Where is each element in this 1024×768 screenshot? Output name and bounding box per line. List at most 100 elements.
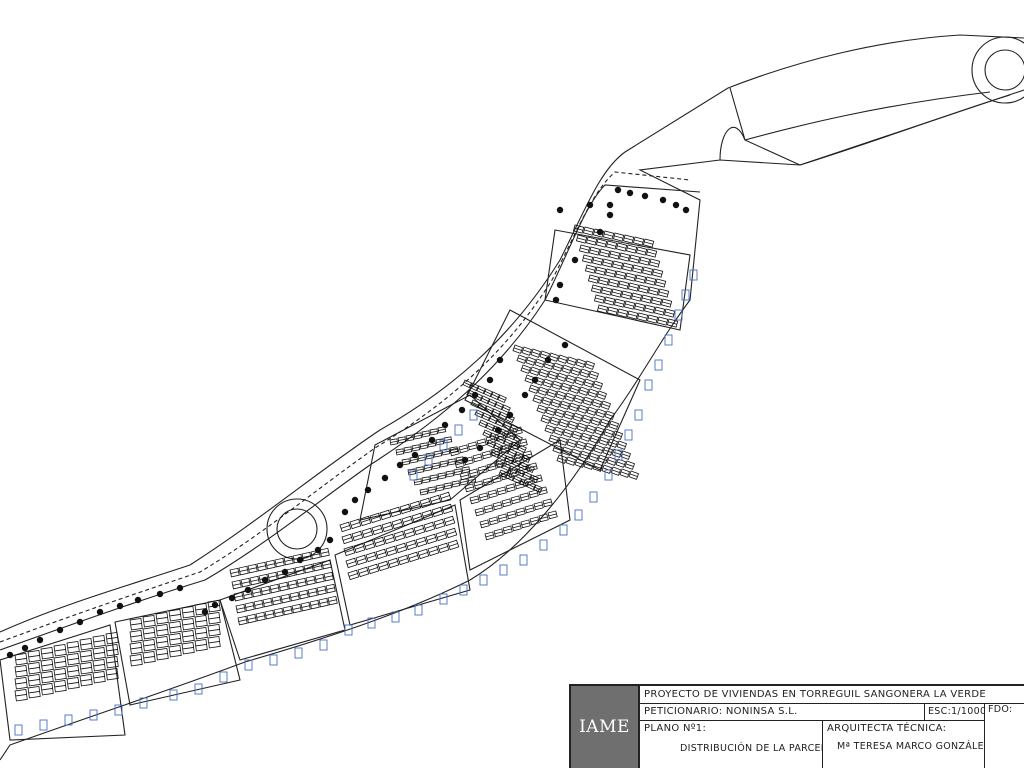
tree-icon [606, 201, 614, 209]
parking-space-icon [589, 491, 598, 503]
tree-icon [381, 474, 389, 482]
tree-icon [556, 281, 564, 289]
plan-label: PLANO Nº1: [644, 723, 707, 734]
tree-icon [341, 508, 349, 516]
tree-icon [201, 608, 209, 616]
house-unit [40, 647, 54, 660]
tree-icon [21, 644, 29, 652]
tree-icon [626, 189, 634, 197]
parking-space-icon [624, 429, 633, 441]
parking-space-icon [414, 604, 423, 616]
parking-space-icon [519, 554, 528, 566]
petitioner-name: NONINSA S.L. [725, 706, 798, 717]
roundabout-icon [276, 508, 318, 550]
plan-title: DISTRIBUCIÓN DE LA PARCELA [680, 743, 823, 754]
parking-space-icon [344, 624, 353, 636]
parking-space-icon [664, 334, 673, 346]
parking-space-icon [499, 564, 508, 576]
tree-icon [36, 636, 44, 644]
tree-icon [531, 376, 539, 384]
parking-space-icon [479, 574, 488, 586]
petitioner-row: PETICIONARIO: NONINSA S.L. [640, 704, 925, 721]
parking-space-icon [114, 704, 123, 716]
parking-space-icon [454, 424, 463, 436]
tree-icon [76, 618, 84, 626]
parking-space-icon [604, 469, 613, 481]
tree-icon [134, 596, 142, 604]
house-unit [40, 671, 54, 684]
parking-space-icon [294, 647, 303, 659]
tree-icon [586, 201, 594, 209]
road-median [0, 171, 691, 643]
parking-space-icon [654, 359, 663, 371]
parking-space-icon [391, 611, 400, 623]
house-unit [14, 689, 28, 702]
architect-name: Mª TERESA MARCO GONZÁLEZ [837, 741, 985, 752]
tree-icon [176, 584, 184, 592]
tree-icon [614, 186, 622, 194]
roundabout-icon [984, 49, 1024, 91]
parking-space-icon [674, 309, 683, 321]
tree-icon [561, 341, 569, 349]
tree-icon [411, 451, 419, 459]
architect-label: ARQUITECTA TÉCNICA: [827, 723, 947, 734]
tree-icon [351, 496, 359, 504]
house-unit [27, 662, 41, 675]
tree-icon [486, 376, 494, 384]
tree-icon [506, 411, 514, 419]
tree-icon [244, 586, 252, 594]
tree-icon [544, 356, 552, 364]
parking-space-icon [634, 409, 643, 421]
tree-icon [228, 594, 236, 602]
parking-space-icon [424, 454, 433, 466]
tree-icon [496, 356, 504, 364]
parking-space-icon [367, 617, 376, 629]
plan-number-cell: PLANO Nº1: DISTRIBUCIÓN DE LA PARCELA [640, 721, 823, 768]
tree-icon [521, 391, 529, 399]
tree-icon [156, 590, 164, 598]
parking-space-icon [614, 449, 623, 461]
parking-space-icon [319, 639, 328, 651]
tree-icon [461, 456, 469, 464]
site-boundary-outer [0, 34, 1024, 633]
parking-space-icon [574, 509, 583, 521]
tree-icon [326, 536, 334, 544]
parking-space-icon [269, 654, 278, 666]
tree-icon [606, 211, 614, 219]
parking-space-icon [681, 289, 690, 301]
tree-icon [571, 256, 579, 264]
parking-space-icon [459, 584, 468, 596]
tree-icon [56, 626, 64, 634]
title-block: IAME PROYECTO DE VIVIENDAS EN TORREGUIL … [569, 684, 1024, 768]
parking-space-icon [39, 719, 48, 731]
tree-icon [261, 576, 269, 584]
house-unit [27, 686, 41, 699]
parking-space-icon [439, 439, 448, 451]
parking-space-icon [194, 683, 203, 695]
parking-space-icon [644, 379, 653, 391]
house-unit [14, 665, 28, 678]
tree-icon [211, 601, 219, 609]
site-boundary-inner [0, 89, 1024, 761]
tree-icon [281, 568, 289, 576]
parking-space-icon [14, 724, 23, 736]
tree-icon [494, 426, 502, 434]
tree-icon [458, 406, 466, 414]
tree-icon [682, 206, 690, 214]
signature-label: FDO: [988, 704, 1013, 715]
parking-space-icon [559, 524, 568, 536]
tree-icon [476, 444, 484, 452]
house-unit [27, 650, 41, 663]
petitioner-label: PETICIONARIO: [644, 706, 723, 717]
tree-icon [672, 201, 680, 209]
house-unit [14, 653, 28, 666]
house-unit [27, 674, 41, 687]
tree-icon [659, 196, 667, 204]
project-title: PROYECTO DE VIVIENDAS EN TORREGUIL SANGO… [640, 686, 1024, 704]
scale-label: ESC:1/1000 [925, 704, 985, 721]
parking-space-icon [139, 697, 148, 709]
parking-space-icon [89, 709, 98, 721]
parking-space-icon [64, 714, 73, 726]
tree-icon [471, 391, 479, 399]
tree-icon [552, 296, 560, 304]
